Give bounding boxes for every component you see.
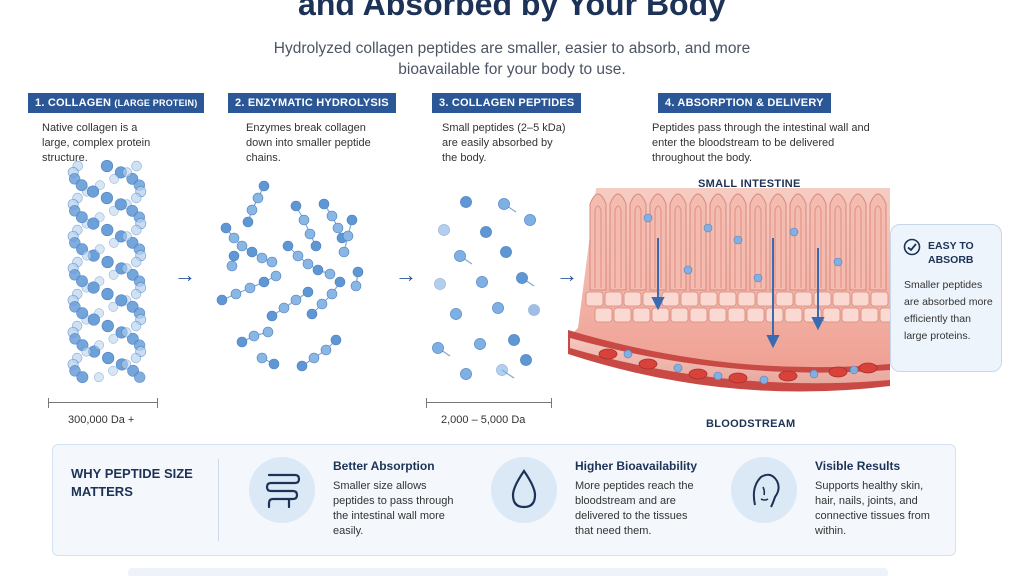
scale-bar-peptides — [426, 398, 552, 408]
easy-to-absorb-callout: EASY TO ABSORB Smaller peptides are abso… — [890, 224, 1002, 372]
why-size-matters-panel: WHY PEPTIDE SIZE MATTERS Better Absorpti… — [52, 444, 956, 556]
intestine-cross-section-illustration — [568, 188, 890, 392]
page-subtitle: Hydrolyzed collagen peptides are smaller… — [273, 40, 751, 78]
step-1-label-main: 1. COLLAGEN — [35, 97, 115, 109]
arrow-right-icon: → — [395, 262, 417, 287]
intestine-icon — [249, 457, 315, 523]
step-4-label: 4. ABSORPTION & DELIVERY — [658, 93, 831, 113]
benefit-2-title: Higher Bioavailability — [575, 459, 698, 473]
panel-divider — [218, 459, 219, 541]
step-2-description: Enzymes break collagen down into smaller… — [246, 122, 371, 164]
step-2-label: 2. ENZYMATIC HYDROLYSIS — [228, 93, 396, 113]
peptide-chains-illustration — [216, 180, 364, 372]
step-3-label: 3. COLLAGEN PEPTIDES — [432, 93, 582, 113]
collagen-helix-illustration — [67, 160, 147, 384]
face-icon — [731, 457, 797, 523]
step-1-label-small: (LARGE PROTEIN) — [114, 98, 198, 108]
benefit-3-title: Visible Results — [815, 459, 901, 473]
panel-title: WHY PEPTIDE SIZE MATTERS — [71, 466, 193, 499]
step-3-description: Small peptides (2–5 kDa) are easily abso… — [442, 122, 566, 164]
step-1-label: 1. COLLAGEN (LARGE PROTEIN) — [28, 93, 205, 113]
arrow-right-icon: → — [556, 262, 578, 287]
scale-label-collagen: 300,000 Da + — [68, 414, 135, 426]
callout-title: EASY TO ABSORB — [928, 240, 974, 266]
collagen-peptides-illustration — [432, 196, 540, 380]
benefit-3-text: Supports healthy skin, hair, nails, join… — [815, 480, 930, 537]
step-1-description: Native collagen is a large, complex prot… — [42, 122, 151, 164]
small-intestine-label: SMALL INTESTINE — [698, 178, 801, 190]
footer-strip — [128, 568, 888, 576]
page-title: and Absorbed by Your Body — [298, 0, 726, 22]
benefit-1-text: Smaller size allows peptides to pass thr… — [333, 480, 454, 537]
droplet-icon — [491, 457, 557, 523]
benefit-1-title: Better Absorption — [333, 459, 435, 473]
scale-bar-collagen — [48, 398, 158, 408]
scale-label-peptides: 2,000 – 5,000 Da — [441, 414, 526, 426]
bloodstream-label: BLOODSTREAM — [706, 418, 796, 430]
callout-text: Smaller peptides are absorbed more effic… — [904, 279, 993, 342]
check-circle-icon — [903, 238, 921, 256]
arrow-right-icon: → — [174, 262, 196, 287]
benefit-2-text: More peptides reach the bloodstream and … — [575, 480, 694, 537]
step-4-description: Peptides pass through the intestinal wal… — [652, 122, 870, 164]
